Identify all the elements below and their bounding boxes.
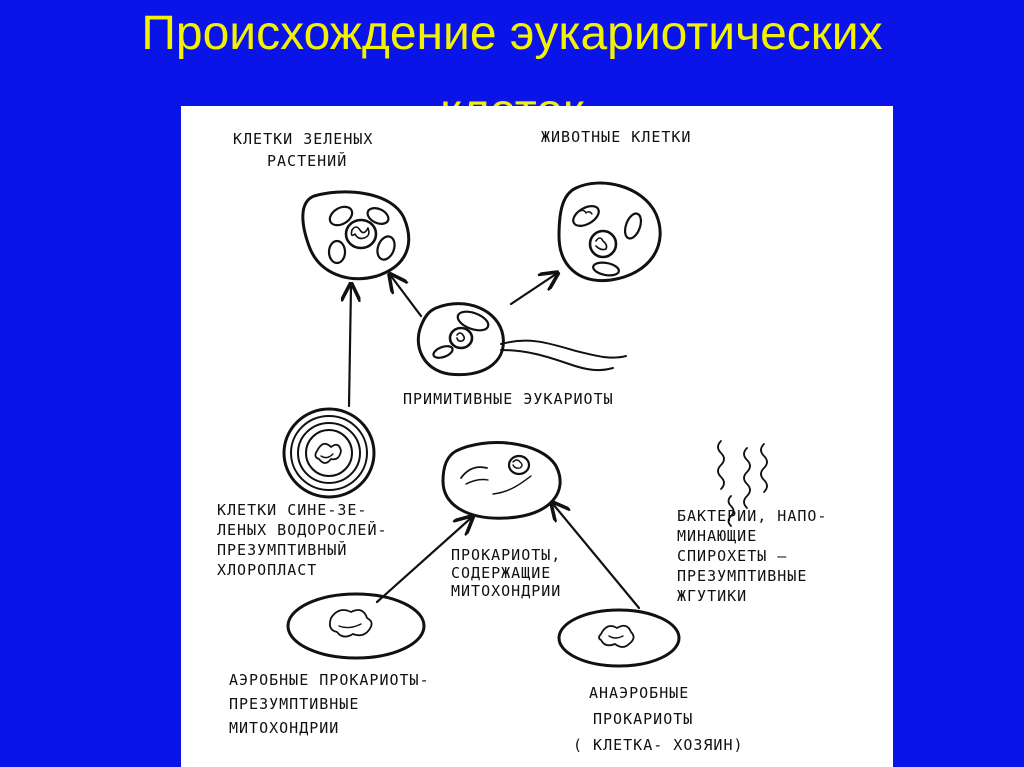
label-line: СОДЕРЖАЩИЕ bbox=[451, 564, 552, 582]
green-plant-cell bbox=[301, 190, 411, 281]
label-animal-cells: ЖИВОТНЫЕ КЛЕТКИ bbox=[541, 126, 691, 148]
evolution-diagram: КЛЕТКИ ЗЕЛЕНЫХ РАСТЕНИЙ ЖИВОТНЫЕ КЛЕТКИ … bbox=[181, 106, 893, 767]
label-line: ( КЛЕТКА- ХОЗЯИН) bbox=[573, 736, 744, 754]
spirochete-bacteria bbox=[717, 440, 768, 527]
label-line: ЖИВОТНЫЕ КЛЕТКИ bbox=[541, 128, 692, 146]
primitive-eukaryote-cell bbox=[416, 302, 627, 377]
slide-title-line1: Происхождение эукариотических bbox=[141, 7, 883, 60]
label-line: КЛЕТКИ СИНЕ-ЗЕ- bbox=[217, 501, 368, 519]
label-line: ЛЕНЫХ ВОДОРОСЛЕЙ- bbox=[217, 521, 388, 539]
label-aerobic-prokaryotes: АЭРОБНЫЕ ПРОКАРИОТЫ- ПРЕЗУМПТИВНЫЕ МИТОХ… bbox=[229, 668, 430, 740]
anaerobic-prokaryote-cell bbox=[557, 608, 681, 668]
label-anaerobic-prokaryotes: АНАЭРОБНЫЕ ПРОКАРИОТЫ ( КЛЕТКА- ХОЗЯИН) bbox=[573, 680, 744, 758]
evolution-arrows bbox=[349, 274, 641, 610]
label-primitive-eukaryotes: ПРИМИТИВНЫЕ ЭУКАРИОТЫ bbox=[403, 388, 614, 410]
label-blue-green-algae: КЛЕТКИ СИНЕ-ЗЕ- ЛЕНЫХ ВОДОРОСЛЕЙ- ПРЕЗУМ… bbox=[217, 500, 388, 580]
blue-green-algae-cell bbox=[282, 407, 376, 499]
label-line: МИТОХОНДРИИ bbox=[229, 719, 340, 737]
label-line: ХЛОРОПЛАСТ bbox=[217, 561, 318, 579]
label-line: РАСТЕНИЙ bbox=[267, 152, 348, 170]
label-line: КЛЕТКИ ЗЕЛЕНЫХ bbox=[233, 130, 374, 148]
label-line: МИНАЮЩИЕ bbox=[677, 527, 758, 545]
label-line: ЖГУТИКИ bbox=[677, 587, 748, 605]
label-spirochete-bacteria: БАКТЕРИИ, НАПО- МИНАЮЩИЕ СПИРОХЕТЫ – ПРЕ… bbox=[677, 506, 827, 606]
label-line: ПРЕЗУМПТИВНЫЕ bbox=[229, 695, 360, 713]
label-line: ПРЕЗУМПТИВНЫЙ bbox=[217, 541, 348, 559]
label-line: ПРОКАРИОТЫ bbox=[593, 710, 694, 728]
animal-cell bbox=[557, 181, 662, 283]
label-line: БАКТЕРИИ, НАПО- bbox=[677, 507, 828, 525]
label-line: ПРИМИТИВНЫЕ ЭУКАРИОТЫ bbox=[403, 390, 614, 408]
label-line: МИТОХОНДРИИ bbox=[451, 582, 562, 600]
label-line: ПРЕЗУМПТИВНЫЕ bbox=[677, 567, 808, 585]
label-line: АЭРОБНЫЕ ПРОКАРИОТЫ- bbox=[229, 671, 430, 689]
label-line: АНАЭРОБНЫЕ bbox=[589, 684, 690, 702]
label-green-plant-cells: КЛЕТКИ ЗЕЛЕНЫХ РАСТЕНИЙ bbox=[233, 128, 373, 172]
label-line: ПРОКАРИОТЫ, bbox=[451, 546, 562, 564]
label-prokaryotes-with-mitochondria: ПРОКАРИОТЫ, СОДЕРЖАЩИЕ МИТОХОНДРИИ bbox=[451, 546, 561, 600]
aerobic-prokaryote-cell bbox=[286, 592, 426, 660]
label-line: СПИРОХЕТЫ – bbox=[677, 547, 788, 565]
diagram-drawing bbox=[282, 181, 768, 668]
prokaryote-with-mitochondria-cell bbox=[441, 441, 562, 520]
